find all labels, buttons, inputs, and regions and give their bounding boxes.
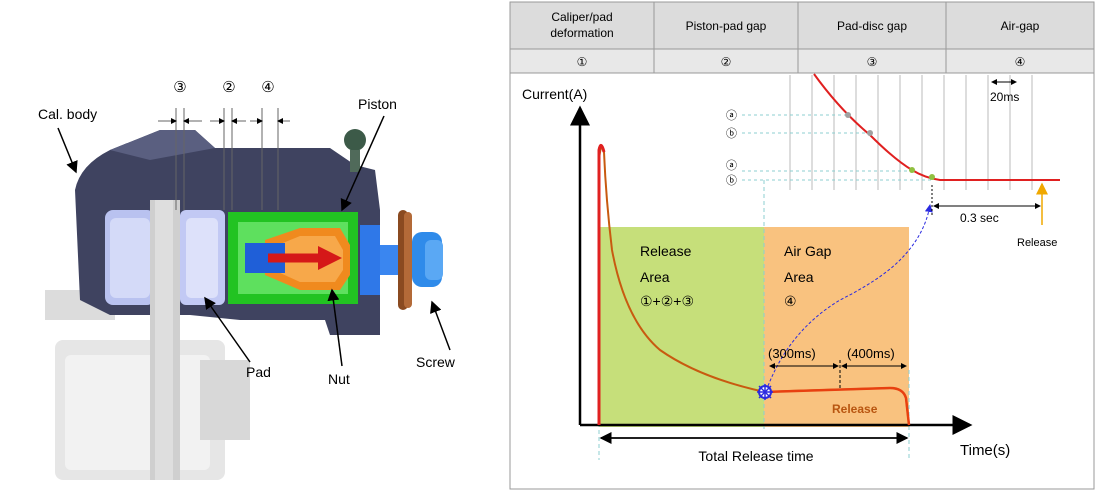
screw-head-face	[425, 240, 443, 280]
caliper-labels: Cal. body Piston Pad Nut Screw	[38, 96, 456, 387]
x-axis-label: Time(s)	[960, 442, 1010, 459]
header-caliper-line2: deformation	[550, 26, 613, 40]
label-cal-body: Cal. body	[38, 106, 97, 122]
gap-marker-4: ④	[261, 79, 274, 96]
spindle-collar	[360, 225, 380, 295]
outer-pad-inner	[110, 218, 150, 298]
header-piston-pad: Piston-pad gap	[686, 19, 767, 33]
marker-a-2: ⓐ	[726, 159, 737, 172]
airgap-area-text: Air Gap Area ④	[784, 243, 832, 309]
table-header-row	[509, 1, 1095, 50]
current-curve-airgap	[763, 386, 911, 426]
release-area-line2: Area	[640, 269, 670, 285]
inset-interval-label: 20ms	[990, 90, 1019, 104]
gap-table: Caliper/pad deformation Piston-pad gap P…	[509, 1, 1095, 74]
gap-markers: ③ ② ④	[158, 79, 290, 210]
current-spike	[597, 144, 606, 425]
header-caliper-line1: Caliper/pad	[551, 10, 612, 24]
airgap-area-line3: ④	[784, 293, 797, 309]
label-piston: Piston	[358, 96, 397, 112]
header-pad-disc: Pad-disc gap	[837, 19, 907, 33]
release-area-text: Release Area ①+②+③	[640, 243, 694, 309]
release-area	[599, 227, 764, 427]
total-release-label: Total Release time	[698, 448, 813, 464]
inner-pad-face	[186, 218, 218, 298]
table-number-row	[509, 48, 1095, 74]
inset-point-b1	[867, 130, 873, 136]
inset-point-b2	[929, 174, 935, 180]
header-air-gap: Air-gap	[1001, 19, 1040, 33]
gap-marker-2: ②	[222, 79, 235, 96]
label-nut: Nut	[328, 371, 350, 387]
label-pad: Pad	[246, 364, 271, 380]
zoom-link-arrow	[767, 204, 933, 387]
number-4: ④	[1015, 55, 1026, 69]
wheel-hub-inner	[65, 355, 210, 470]
bleed-screw-stem	[350, 150, 360, 172]
inset-grid	[789, 75, 1033, 190]
marker-b-1: ⓑ	[726, 127, 737, 140]
knuckle	[200, 360, 250, 440]
number-2: ②	[721, 55, 732, 69]
inset-point-a2	[909, 167, 915, 173]
inset-delay-label: 0.3 sec	[960, 211, 999, 225]
number-1: ①	[577, 55, 588, 69]
release-area-line3: ①+②+③	[640, 293, 694, 309]
interval-1-label: (300ms)	[768, 346, 816, 361]
marker-a-1: ⓐ	[726, 109, 737, 122]
number-3: ③	[867, 55, 878, 69]
inset-point-a1	[845, 112, 851, 118]
release-point-marker	[757, 384, 773, 400]
inset-release-label: Release	[1017, 237, 1057, 249]
gap-marker-3: ③	[173, 79, 186, 96]
bleed-screw	[344, 129, 366, 151]
release-area-line1: Release	[640, 243, 692, 259]
force-arrow-head	[318, 246, 342, 270]
caliper-body-highlight	[110, 130, 215, 160]
caliper-illustration	[45, 129, 443, 480]
airgap-area	[764, 227, 909, 427]
inset-curve	[813, 73, 1060, 181]
airgap-area-line2: Area	[784, 269, 814, 285]
inset-graph: ⓐ ⓑ ⓐ ⓑ 20ms 0.3 sec Release	[726, 73, 1060, 249]
interval-2-label: (400ms)	[847, 346, 895, 361]
brake-disc-face	[155, 200, 173, 480]
seal-ring-2	[404, 212, 412, 308]
marker-b-2: ⓑ	[726, 174, 737, 187]
release-inside-label: Release	[832, 402, 878, 416]
y-axis-label: Current(A)	[522, 86, 587, 102]
label-screw: Screw	[416, 354, 456, 370]
airgap-area-line1: Air Gap	[784, 243, 832, 259]
